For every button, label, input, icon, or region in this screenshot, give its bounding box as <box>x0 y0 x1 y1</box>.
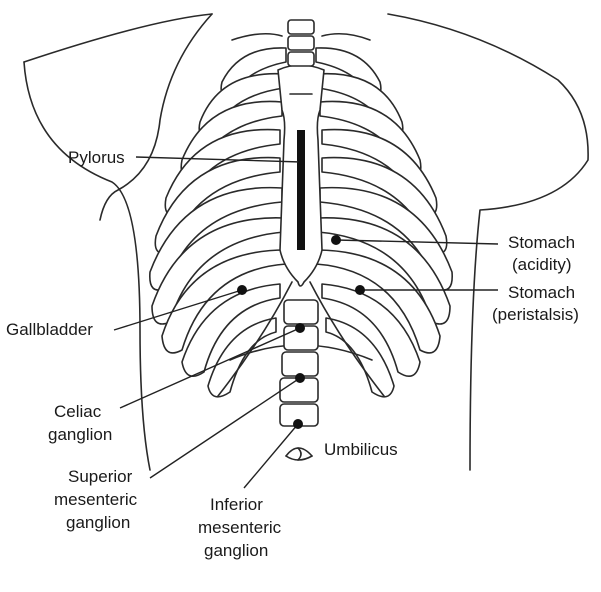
labels: Pylorus Stomach (acidity) Stomach (peris… <box>6 148 579 560</box>
inferior-mesenteric-label-line1: Inferior <box>210 495 263 514</box>
upper-vertebrae <box>287 19 315 67</box>
pylorus-bar <box>297 130 305 250</box>
gallbladder-label: Gallbladder <box>6 320 93 339</box>
stomach-acidity-label-line2: (acidity) <box>512 255 572 274</box>
celiac-leader <box>119 327 301 409</box>
umbilicus-label: Umbilicus <box>324 440 398 459</box>
gallbladder-point <box>237 285 247 295</box>
inferior-mesenteric-label-line2: mesenteric <box>198 518 282 537</box>
pylorus-leader <box>135 156 302 163</box>
stomach-peristalsis-label-line2: (peristalsis) <box>492 305 579 324</box>
right-ribs <box>315 47 453 398</box>
stomach-peristalsis-point <box>355 285 365 295</box>
pylorus-label: Pylorus <box>68 148 125 167</box>
celiac-ganglion-label-line2: ganglion <box>48 425 112 444</box>
stomach-acidity-point <box>331 235 341 245</box>
gallbladder-leader <box>113 289 243 331</box>
lumbar-spine <box>279 299 319 427</box>
points <box>237 159 365 429</box>
inferior-mesenteric-leader <box>243 423 299 489</box>
inferior-mesenteric-label-line3: ganglion <box>204 541 268 560</box>
eye-shaped-umbilicus-icon <box>285 447 313 461</box>
superior-mesenteric-leader <box>149 377 301 479</box>
superior-mesenteric-ganglion-point <box>295 373 305 383</box>
stomach-acidity-label-line1: Stomach <box>508 233 575 252</box>
pylorus-point <box>298 159 304 165</box>
inferior-mesenteric-ganglion-point <box>293 419 303 429</box>
body-outline <box>23 13 589 471</box>
superior-mesenteric-label-line1: Superior <box>68 467 133 486</box>
left-ribs <box>149 47 287 398</box>
celiac-ganglion-point <box>295 323 305 333</box>
leader-lines <box>113 156 499 489</box>
stomach-peristalsis-label-line1: Stomach <box>508 283 575 302</box>
superior-mesenteric-label-line3: ganglion <box>66 513 130 532</box>
celiac-ganglion-label-line1: Celiac <box>54 402 102 421</box>
superior-mesenteric-label-line2: mesenteric <box>54 490 138 509</box>
stomach-acidity-leader <box>335 239 499 245</box>
clavicles <box>231 32 371 41</box>
